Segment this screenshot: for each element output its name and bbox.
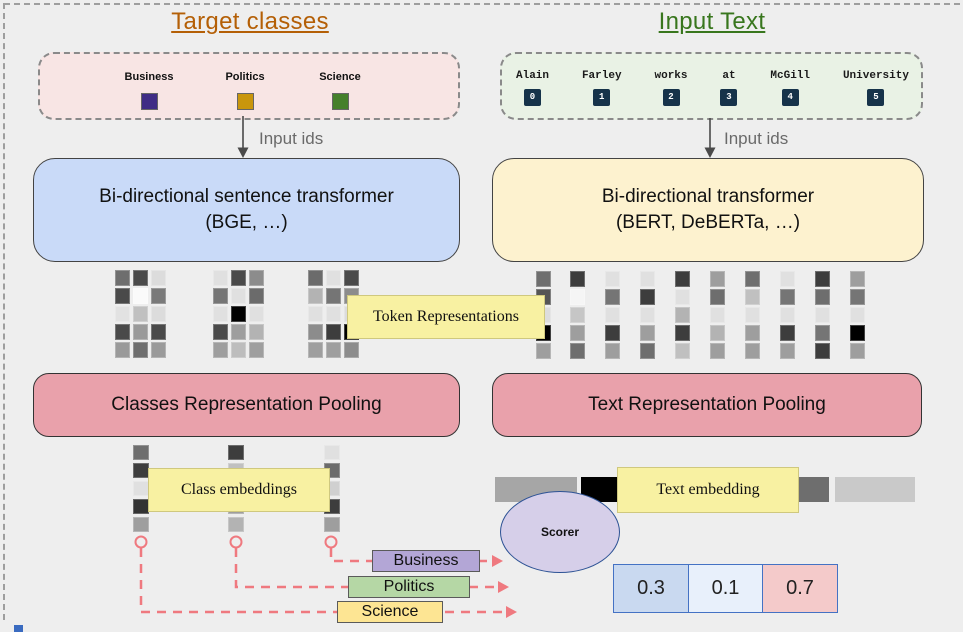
input-text-title: Input Text [658,8,766,35]
score-cell: 0.3 [613,564,689,613]
pooling-label: Text Representation Pooling [588,394,826,415]
token-word: Farley [581,70,622,82]
text-transformer-box: Bi-directional transformer (BERT, DeBERT… [492,158,924,262]
text-token-column [815,271,830,359]
bottom-left-blue-fragment [14,625,23,632]
text-token-column [640,271,655,359]
text-embedding-label: Text embedding [617,467,799,513]
token-item: University 5 [843,70,909,118]
token-word: Alain [516,70,550,82]
token-item: at 3 [720,70,738,118]
arrow-down-icon [704,147,716,158]
class-item-science: Science [285,71,395,110]
text-token-column [570,271,585,359]
input-ids-label-right: Input ids [724,129,789,148]
class-label: Politics [225,71,265,83]
token-word: at [722,70,736,82]
token-word: University [842,70,909,82]
score-cell: 0.7 [762,564,838,613]
text-embedding-row [0,477,963,502]
score-cells: 0.3 0.1 0.7 [613,564,838,613]
token-id-badge: 0 [524,89,541,106]
target-classes-title: Target classes [171,8,329,35]
class-color-swatch [331,93,349,110]
class-label: Business [124,71,174,83]
score-cell: 0.1 [687,564,764,613]
class-color-swatch [236,93,254,110]
class-color-swatch [140,93,158,110]
class-item-business: Business [94,71,204,110]
text-token-column [605,271,620,359]
outer-border-left [3,3,5,620]
token-word: McGill [770,70,810,82]
arrow-down-icon [237,147,249,158]
text-token-column [675,271,690,359]
input-text-panel: Alain 0 Farley 1 works 2 at 3 McGill 4 U… [500,52,923,120]
class-embedding-column [133,445,149,532]
token-item: Alain 0 [516,70,549,118]
token-representations-label: Token Representations [347,295,545,339]
encoder-line1: Bi-directional transformer [601,186,815,208]
text-pooling-box: Text Representation Pooling [492,373,922,437]
encoder-line1: Bi-directional sentence transformer [99,186,394,208]
class-token-grid [115,270,166,358]
arrow-right-icon [492,555,503,567]
token-id-badge: 1 [593,89,611,106]
scorer-label: Scorer [540,525,580,539]
encoder-line2: (BGE, …) [205,212,288,233]
arrow-right-icon [506,606,517,618]
classes-pooling-box: Classes Representation Pooling [33,373,460,437]
input-ids-label-left: Input ids [259,129,324,148]
arrow-right-icon [498,581,509,593]
encoder-line2: (BERT, DeBERTa, …) [615,212,801,233]
token-item: works 2 [655,70,688,118]
class-embeddings-label: Class embeddings [148,468,330,512]
token-id-badge: 5 [867,89,885,106]
science-chip: Science [337,601,443,623]
pooling-label: Classes Representation Pooling [111,394,382,415]
class-item-politics: Politics [190,71,300,110]
text-token-column [745,271,760,359]
token-item: Farley 1 [582,70,622,118]
scorer-ellipse: Scorer [500,491,620,573]
politics-chip: Politics [348,576,470,598]
token-id-badge: 4 [781,89,799,106]
token-item: McGill 4 [770,70,810,118]
token-id-badge: 2 [662,89,680,106]
token-id-badge: 3 [720,89,738,106]
class-label: Science [319,71,361,83]
token-word: works [654,70,688,82]
target-classes-panel: Business Politics Science [38,52,460,120]
text-token-column [850,271,865,359]
class-token-grid [213,270,264,358]
business-chip: Business [372,550,480,572]
text-token-column [710,271,725,359]
text-token-column [780,271,795,359]
outer-border-top [4,3,960,5]
sentence-transformer-box: Bi-directional sentence transformer (BGE… [33,158,460,262]
